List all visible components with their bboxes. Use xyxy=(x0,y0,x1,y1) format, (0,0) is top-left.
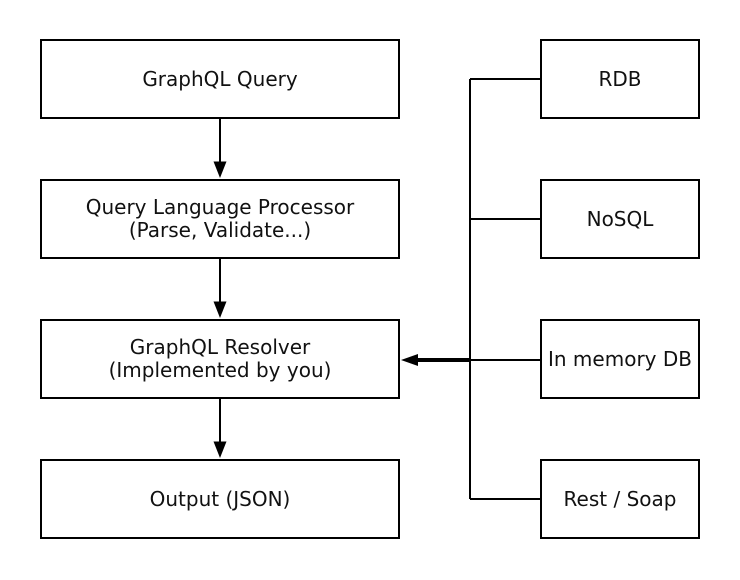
node-label: NoSQL xyxy=(586,206,654,231)
node-label: Output (JSON) xyxy=(149,486,291,511)
arrow-down-icon xyxy=(213,259,227,318)
node-label: RDB xyxy=(598,66,642,91)
node-in-memory-db: In memory DB xyxy=(540,319,700,399)
node-label: Rest / Soap xyxy=(563,486,677,511)
node-label: GraphQL Query xyxy=(142,66,298,91)
arrow-down-icon xyxy=(213,119,227,178)
node-label: In memory DB xyxy=(548,346,692,371)
arrow-down-icon xyxy=(213,399,227,458)
node-rest-soap: Rest / Soap xyxy=(540,459,700,539)
node-graphql-query: GraphQL Query xyxy=(40,39,400,119)
arrow-left-icon xyxy=(401,354,470,366)
node-sublabel: (Parse, Validate...) xyxy=(128,218,312,242)
node-nosql: NoSQL xyxy=(540,179,700,259)
node-graphql-resolver: GraphQL Resolver (Implemented by you) xyxy=(40,319,400,399)
node-label: GraphQL Resolver xyxy=(129,335,311,359)
node-sublabel: (Implemented by you) xyxy=(108,358,332,382)
node-output-json: Output (JSON) xyxy=(40,459,400,539)
node-label: Query Language Processor xyxy=(85,195,355,219)
node-query-language-processor: Query Language Processor (Parse, Validat… xyxy=(40,179,400,259)
node-rdb: RDB xyxy=(540,39,700,119)
